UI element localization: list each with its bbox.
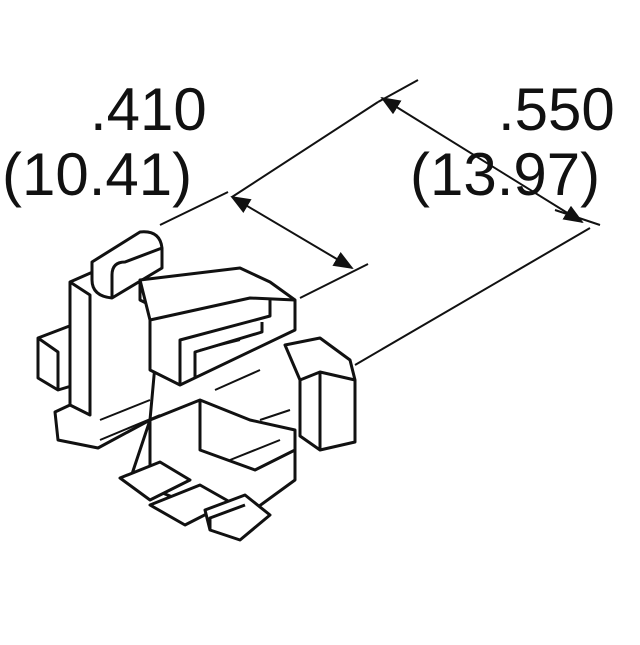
connector-body bbox=[36, 230, 357, 542]
top-frame bbox=[138, 266, 297, 387]
dimension-550-inches: .550 bbox=[498, 76, 615, 143]
dimension-410-millimeters: (10.41) bbox=[2, 141, 193, 208]
top-post bbox=[90, 230, 164, 300]
dimension-410-inches: .410 bbox=[90, 76, 207, 143]
dimension-lines bbox=[230, 96, 584, 270]
connector-shading bbox=[99, 339, 291, 461]
dimension-line-410 bbox=[230, 195, 354, 270]
lower-tab-left bbox=[118, 460, 192, 502]
dimension-line-550 bbox=[380, 96, 584, 224]
dimension-550-millimeters: (13.97) bbox=[410, 141, 601, 208]
